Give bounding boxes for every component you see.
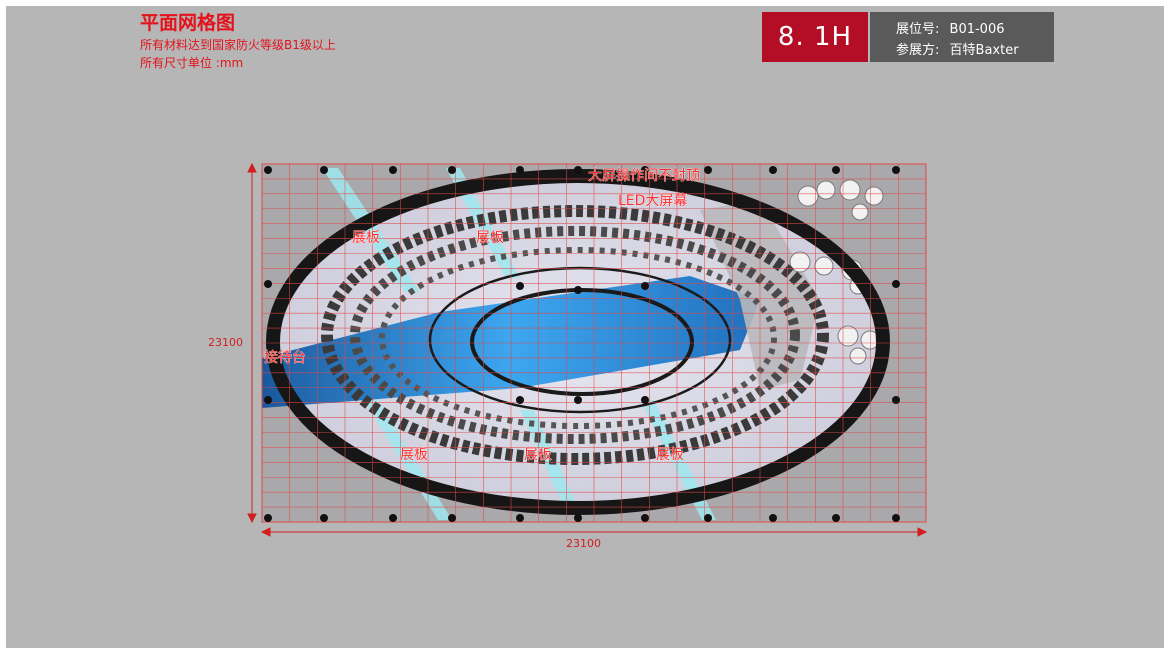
drawing-title: 平面网格图 — [140, 12, 236, 34]
label-panel-bottom-right: 展板 — [656, 447, 684, 463]
label-panel-bottom-left: 展板 — [400, 447, 428, 463]
truss-point — [516, 396, 524, 404]
truss-point — [769, 514, 777, 522]
label-led-screen: LED大屏幕 — [618, 193, 687, 209]
dimension-width: 23100 — [566, 537, 601, 550]
truss-point — [516, 282, 524, 290]
truss-point — [892, 396, 900, 404]
exhibitor-label: 参展方: — [896, 43, 940, 58]
label-reception-desk: 接待台 — [264, 349, 306, 366]
exhibitor-name: 百特Baxter — [949, 43, 1019, 58]
truss-point — [641, 396, 649, 404]
truss-point — [892, 166, 900, 174]
center-ellipse-outer — [428, 266, 732, 414]
truss-point — [892, 514, 900, 522]
truss-point — [516, 166, 524, 174]
truss-point — [448, 514, 456, 522]
truss-point — [320, 514, 328, 522]
truss-point — [832, 166, 840, 174]
outer-ring — [266, 169, 890, 515]
truss-point — [264, 396, 272, 404]
dimension-height: 23100 — [208, 336, 243, 349]
truss-point — [641, 166, 649, 174]
display-ring-outer — [321, 205, 829, 465]
truss-point — [574, 396, 582, 404]
label-panel-top-left: 展板 — [352, 230, 380, 246]
truss-point — [641, 514, 649, 522]
booth-number-row: 展位号: B01-006 — [896, 18, 1005, 37]
dimension-lines — [247, 162, 928, 537]
label-panel-top-center: 展板 — [476, 230, 504, 246]
truss-point — [264, 280, 272, 288]
truss-point — [832, 514, 840, 522]
fire-rating-note: 所有材料达到国家防火等级B1级以上 — [140, 38, 336, 52]
truss-point — [769, 166, 777, 174]
truss-point — [574, 514, 582, 522]
display-ring-inner — [379, 247, 777, 429]
truss-point — [516, 514, 524, 522]
exhibitor-row: 参展方: 百特Baxter — [896, 39, 1019, 58]
label-panel-bottom-center: 展板 — [524, 447, 552, 463]
label-operation-room: 大屏操作间不封顶 — [588, 168, 700, 184]
display-ring-mid — [350, 226, 800, 444]
truss-point — [892, 280, 900, 288]
truss-point — [448, 166, 456, 174]
truss-point — [704, 166, 712, 174]
truss-point — [320, 166, 328, 174]
truss-point — [389, 166, 397, 174]
truss-point — [389, 514, 397, 522]
hall-number: 8. 1H — [777, 22, 853, 52]
truss-point — [574, 286, 582, 294]
booth-info-box: 展位号: B01-006 参展方: 百特Baxter — [870, 12, 1054, 62]
hall-number-box: 8. 1H — [762, 12, 868, 62]
grid-border — [261, 163, 927, 523]
truss-point — [264, 166, 272, 174]
truss-point — [641, 282, 649, 290]
truss-points — [264, 166, 900, 522]
truss-point — [574, 166, 582, 174]
booth-number: B01-006 — [949, 22, 1005, 37]
booth-number-label: 展位号: — [896, 22, 940, 37]
truss-point — [704, 514, 712, 522]
unit-note: 所有尺寸单位 :mm — [140, 56, 244, 70]
truss-point — [264, 514, 272, 522]
red-grid — [262, 164, 926, 522]
